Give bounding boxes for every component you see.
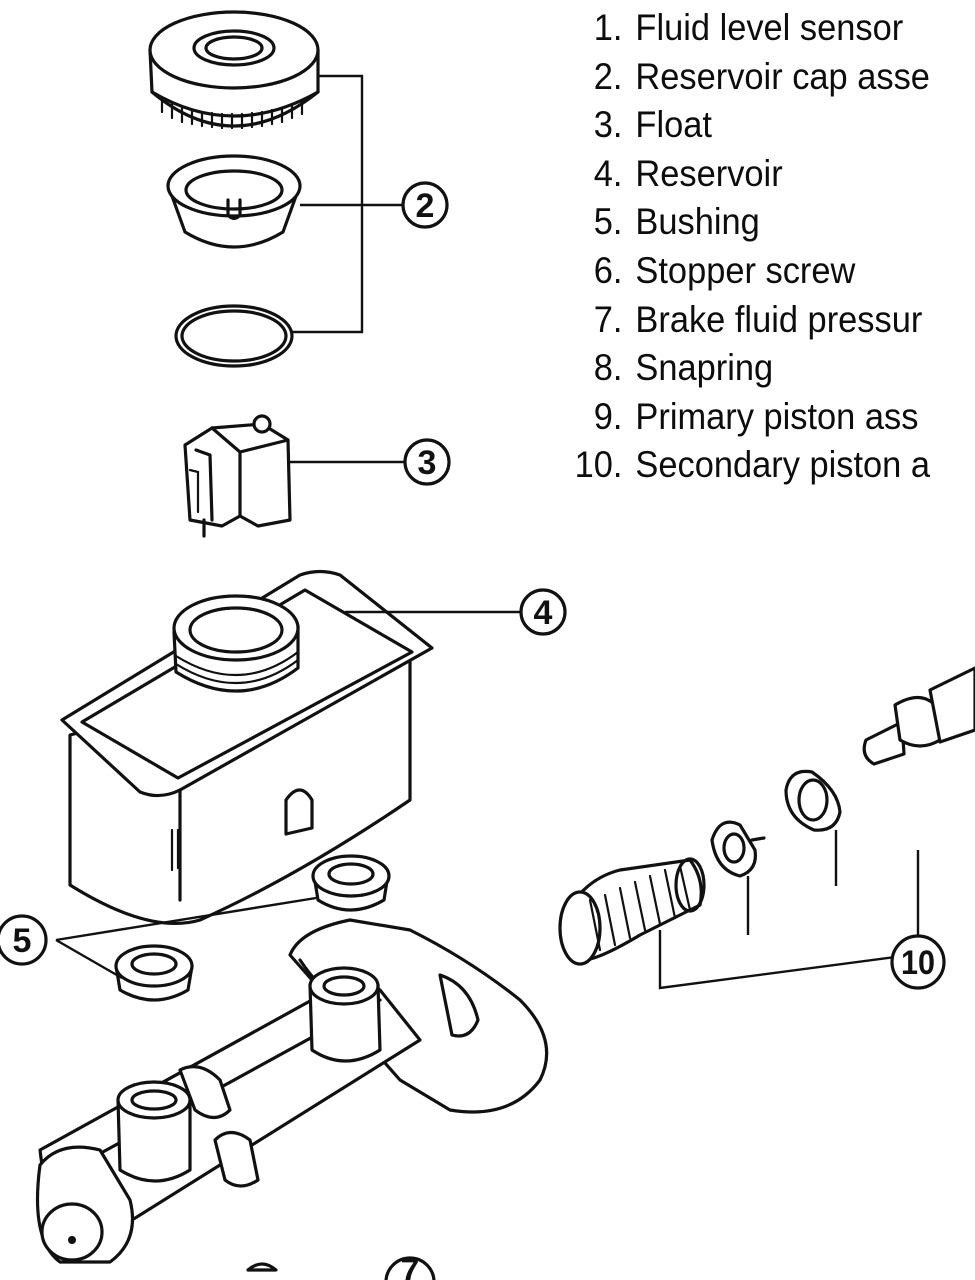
- float-drawing: [183, 414, 292, 538]
- legend-item-7: 7.Brake fluid pressur: [593, 298, 923, 340]
- reservoir-cap-drawing: [148, 10, 320, 130]
- parts-legend: 1.Fluid level sensor 2.Reservoir cap ass…: [548, 4, 945, 490]
- callout-4: 4: [519, 588, 567, 636]
- master-cylinder-body-drawing: [35, 918, 549, 1272]
- bushing-lower-drawing: [114, 944, 194, 1002]
- leader-lines: [55, 74, 920, 990]
- legend-item-4: 4.Reservoir: [593, 152, 783, 194]
- legend-item-10: 10.Secondary piston a: [574, 444, 931, 486]
- svg-text:5: 5: [13, 922, 32, 960]
- secondary-piston-assembly-drawing: [558, 666, 975, 966]
- legend-item-1: 1.Fluid level sensor: [593, 7, 904, 48]
- callout-5: 5: [0, 914, 48, 966]
- cap-strainer-drawing: [166, 154, 302, 249]
- bushing-upper-drawing: [311, 854, 391, 912]
- legend-item-5: 5.Bushing: [593, 201, 760, 243]
- svg-text:10: 10: [901, 944, 935, 982]
- o-ring-drawing: [174, 304, 294, 368]
- svg-text:7: 7: [401, 1252, 420, 1280]
- callout-7: 7: [384, 1252, 436, 1280]
- legend-item-9: 9.Primary piston ass: [593, 395, 919, 437]
- legend-item-2: 2.Reservoir cap asse: [593, 55, 930, 97]
- reservoir-drawing: [60, 569, 434, 926]
- svg-text:4: 4: [534, 594, 553, 632]
- svg-text:2: 2: [416, 187, 435, 225]
- callout-3: 3: [403, 438, 451, 486]
- callout-10: 10: [890, 934, 946, 990]
- svg-text:3: 3: [418, 444, 437, 482]
- callout-2: 2: [401, 181, 449, 229]
- legend-item-8: 8.Snapring: [593, 347, 774, 389]
- legend-item-6: 6.Stopper screw: [593, 249, 856, 291]
- legend-item-3: 3.Float: [593, 104, 712, 146]
